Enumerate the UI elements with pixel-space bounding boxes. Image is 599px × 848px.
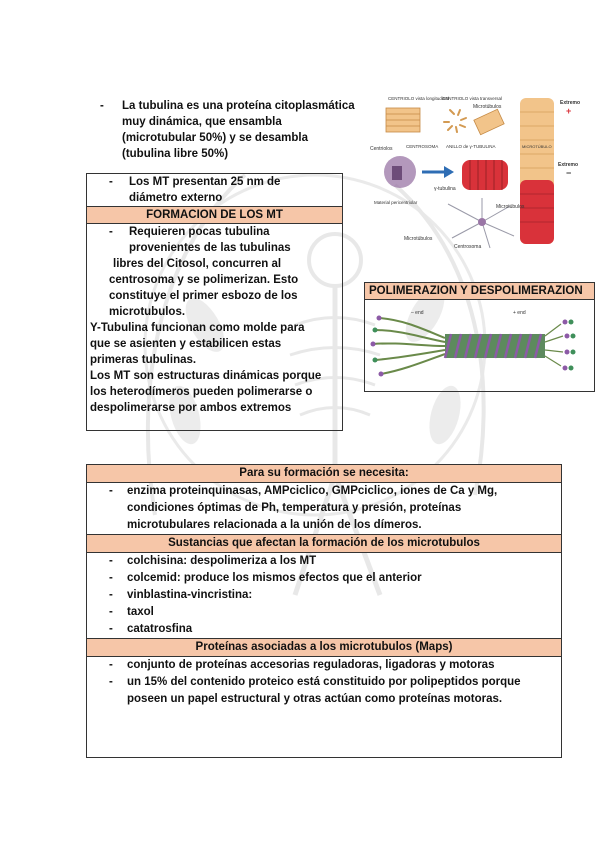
formation-box: - Los MT presentan 25 nm de diámetro ext… xyxy=(86,173,343,431)
list-item: - enzima proteinquinasas, AMPciclico, GM… xyxy=(109,485,498,531)
label-centriolo-trans: CENTRIOLO vista transversal xyxy=(442,96,502,101)
microtubule-tube xyxy=(443,333,545,359)
polymerization-diagram: – end + end xyxy=(370,310,576,377)
label-microtubulos-3: Microtúbulos xyxy=(404,236,433,242)
centrosome-illustration xyxy=(384,156,416,188)
gamma-tubulin-ring xyxy=(462,160,508,190)
list-item: -colchisina: despolimeriza a los MT xyxy=(109,555,317,567)
label-centriolo-long: CENTRIOLO vista longitudinal xyxy=(388,96,449,101)
frayed-protofilaments xyxy=(372,317,446,375)
label-minus-end: – end xyxy=(411,310,424,316)
intro-line-1: La tubulina es una proteína citoplasmáti… xyxy=(122,100,355,112)
list-item: -taxol xyxy=(109,606,154,618)
label-extremo-minus: Extremo xyxy=(558,162,578,168)
label-plus-end: + end xyxy=(513,310,526,316)
intro-line-3: (microtubular 50%) y se desambla xyxy=(122,132,308,144)
polymerization-header: POLIMERAZION Y DESPOLIMERAZION xyxy=(365,283,594,300)
label-centrosoma-2: Centrosoma xyxy=(454,244,481,250)
list-item: - Los MT presentan 25 nm de diámetro ext… xyxy=(109,176,281,204)
label-microtubulo: MICROTÚBULO xyxy=(522,144,552,149)
section-header: Para su formación se necesita: xyxy=(87,465,561,483)
list-item: - un 15% del contenido proteico está con… xyxy=(109,676,521,705)
minus-sign: − xyxy=(566,168,571,178)
tubulin-dimers-free xyxy=(370,315,384,377)
microtubule-column xyxy=(520,98,554,244)
label-material: Material pericentriolar xyxy=(374,200,418,205)
list-item: - Requieren pocas tubulina provenientes … xyxy=(109,226,291,254)
intro-bullet: - xyxy=(100,100,104,112)
label-centriolos: Centriolos xyxy=(370,146,393,152)
intro-line-2: muy dinámica, que ensambla xyxy=(122,116,282,128)
list-item: -colcemid: produce los mismos efectos qu… xyxy=(109,572,422,584)
intro-line-4: (tubulina libre 50%) xyxy=(122,148,229,160)
intro-text: - La tubulina es una proteína citoplasmá… xyxy=(100,98,370,162)
microtubule-stack-small xyxy=(473,108,505,136)
list-item: -conjunto de proteínas accesorias regula… xyxy=(109,659,495,671)
microtubule-figure: CENTRIOLO vista longitudinal CENTRIOLO v… xyxy=(370,96,580,250)
centriole-trans-illustration xyxy=(443,109,467,133)
arrow-icon xyxy=(422,166,454,178)
free-dimers-right xyxy=(562,319,576,371)
list-item: -vinblastina-vincristina: xyxy=(109,589,253,601)
centrosome-star xyxy=(447,198,515,249)
section-header: Sustancias que afectan la formación de l… xyxy=(87,534,561,553)
label-extremo-plus: Extremo xyxy=(560,100,580,106)
label-centrosoma: CENTROSOMA xyxy=(406,144,438,149)
section-header: FORMACION DE LOS MT xyxy=(87,206,342,224)
label-microtubulos: Microtúbulos xyxy=(473,104,502,110)
label-microtubulos-2: Microtúbulos xyxy=(496,204,525,210)
polymerization-box: POLIMERAZION Y DESPOLIMERAZION – end + e… xyxy=(364,282,595,392)
list-item: -catatrosfina xyxy=(109,623,193,635)
requirements-box: Para su formación se necesita: - enzima … xyxy=(86,464,562,758)
label-anillo: ANILLO de γ-TUBULINA xyxy=(446,144,496,149)
centriole-long-illustration xyxy=(385,107,421,133)
plus-sign: + xyxy=(566,106,571,116)
section-header: Proteínas asociadas a los microtubulos (… xyxy=(87,638,561,657)
tubulin-dimers-plus xyxy=(544,323,564,367)
label-y-tubulina: γ-tubulina xyxy=(434,186,456,192)
